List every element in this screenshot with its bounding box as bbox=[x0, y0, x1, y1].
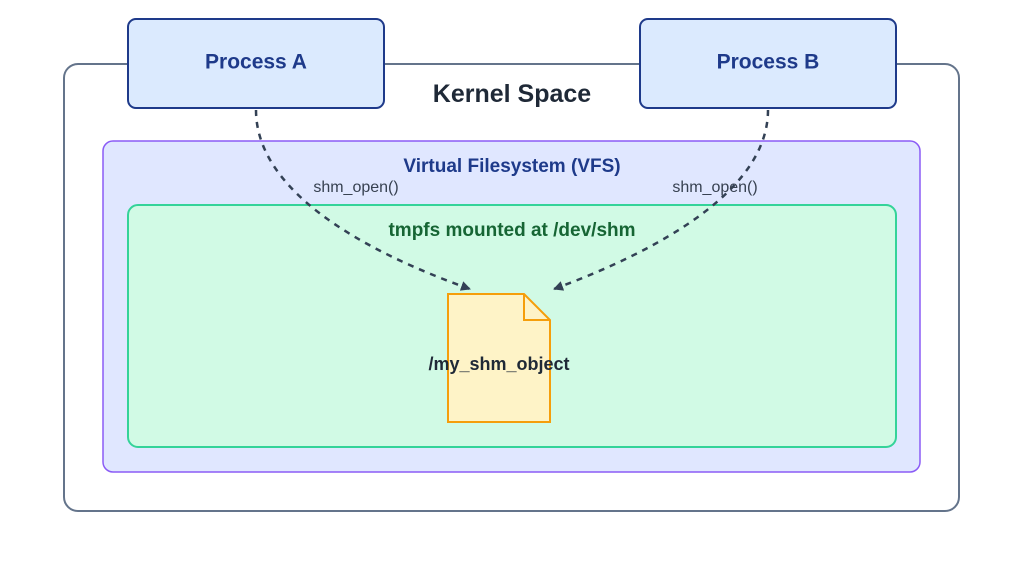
tmpfs-label: tmpfs mounted at /dev/shm bbox=[388, 220, 635, 241]
shm-object-label: /my_shm_object bbox=[428, 354, 569, 374]
shm-open-label-a: shm_open() bbox=[313, 179, 398, 196]
process-b-label: Process B bbox=[717, 51, 820, 74]
process-a-label: Process A bbox=[205, 51, 307, 74]
shm-file-icon bbox=[447, 293, 551, 423]
shm-open-label-b: shm_open() bbox=[672, 179, 757, 196]
kernel-space-label: Kernel Space bbox=[433, 80, 592, 108]
shm-file-body bbox=[447, 293, 551, 423]
process-b-box bbox=[639, 18, 897, 109]
process-a-box bbox=[127, 18, 385, 109]
shm-file-fold bbox=[523, 294, 550, 321]
vfs-label: Virtual Filesystem (VFS) bbox=[403, 156, 620, 177]
